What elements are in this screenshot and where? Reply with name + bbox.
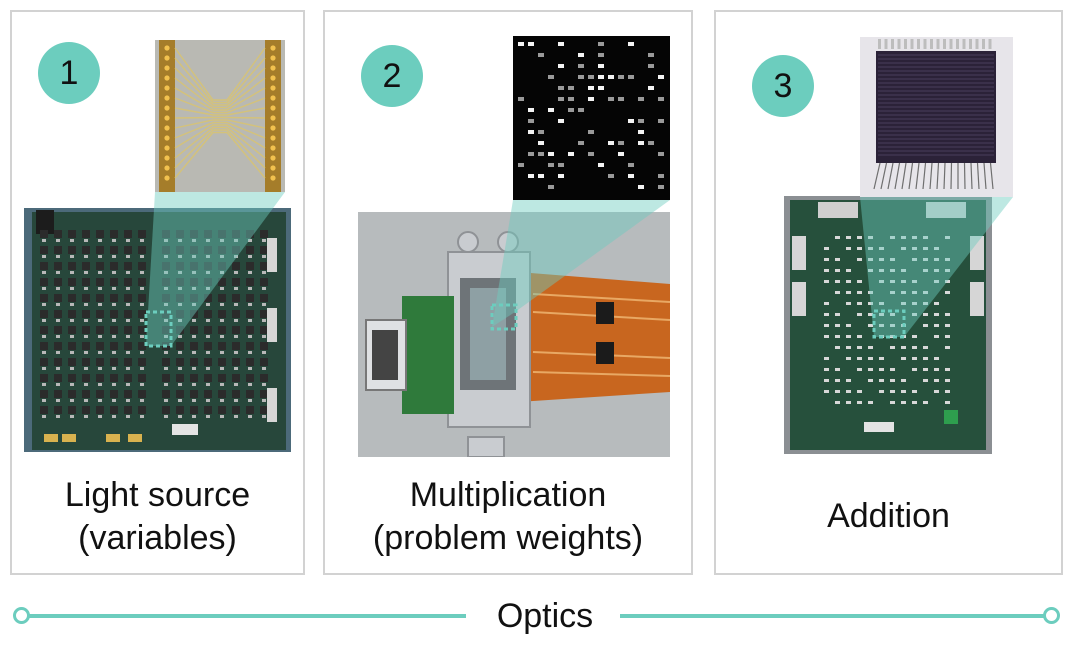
zoom-highlight bbox=[716, 12, 1065, 577]
optics-line-end-dot bbox=[1043, 607, 1060, 624]
caption-line-subtitle: (problem weights) bbox=[372, 519, 644, 557]
caption-line-title: Light source bbox=[64, 476, 251, 514]
step-number-badge: 3 bbox=[752, 55, 814, 117]
stage-caption: Multiplication (problem weights) bbox=[325, 474, 691, 560]
stage-panel-addition: 3 Addition bbox=[714, 10, 1063, 575]
step-number-badge: 1 bbox=[38, 42, 100, 104]
weight-spot-pattern-inset bbox=[513, 36, 670, 200]
step-number-badge: 2 bbox=[361, 45, 423, 107]
optics-label: Optics bbox=[496, 597, 594, 635]
optics-line-start-dot bbox=[13, 607, 30, 624]
stage-panel-multiplication: 2 bbox=[323, 10, 693, 575]
stage-caption: Light source (variables) bbox=[12, 474, 303, 560]
optics-line-left bbox=[28, 614, 466, 618]
caption-line-title: Multiplication bbox=[409, 476, 607, 514]
addition-board-photo bbox=[784, 196, 992, 454]
light-source-chip-inset-photo bbox=[155, 40, 285, 192]
zoom-highlight bbox=[325, 12, 695, 577]
detector-chip-inset-photo bbox=[860, 37, 1013, 197]
multiplication-module-photo bbox=[358, 212, 670, 457]
zoom-highlight bbox=[12, 12, 307, 577]
optics-line-right bbox=[620, 614, 1044, 618]
caption-line-title: Addition bbox=[827, 497, 950, 535]
stage-caption: Addition bbox=[716, 495, 1061, 538]
caption-line-subtitle: (variables) bbox=[78, 519, 237, 557]
stage-panel-light-source: 1 Ligh bbox=[10, 10, 305, 575]
light-source-board-photo bbox=[24, 208, 291, 452]
